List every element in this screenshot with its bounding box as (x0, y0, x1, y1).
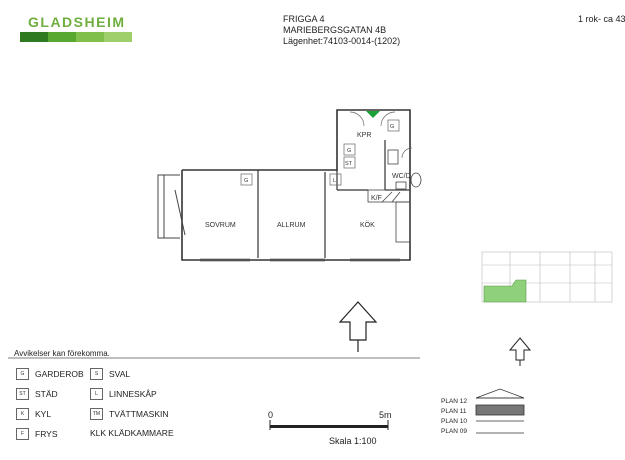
door-entrance (349, 111, 365, 127)
label-st: ST (345, 161, 353, 167)
label-g3: G (390, 124, 394, 130)
plan-10: PLAN 10 (441, 418, 468, 425)
room-wcd: WC/D (392, 173, 411, 180)
plan-09: PLAN 09 (441, 428, 468, 435)
label-g2: G (347, 148, 351, 154)
entrance-icon (366, 111, 380, 118)
header-block: FRIGGA 4 MARIEBERGSGATAN 4B Lägenhet:741… (283, 14, 400, 47)
disclaimer: Avvikelser kan förekomma. (14, 349, 110, 358)
property-name: FRIGGA 4 (283, 14, 325, 24)
apartment-size: 1 rok- ca 43 (578, 14, 625, 24)
logo-text: GLADSHEIM (28, 14, 126, 30)
scale-start: 0 (268, 410, 274, 420)
outer-wall (181, 109, 411, 261)
north-arrow-icon (338, 301, 378, 352)
address: MARIEBERGSGATAN 4B (283, 25, 387, 35)
room-sovrum: SOVRUM (205, 222, 236, 229)
room-kok: KÖK (360, 221, 375, 229)
legend-kladkammare: KLK KLÄDKAMMARE (90, 428, 174, 438)
apartment-number: Lägenhet:74103-0014-(1202) (283, 36, 401, 46)
room-kf: K/F (371, 195, 382, 202)
key-plan-highlight (483, 279, 527, 303)
logo-bar (20, 32, 132, 42)
room-allrum: ALLRUM (277, 222, 306, 229)
label-l: L (333, 178, 336, 184)
north-arrow-small-icon (508, 337, 532, 366)
plan-11: PLAN 11 (441, 408, 467, 415)
building-section (475, 388, 525, 434)
scale-label: Skala 1:100 (329, 436, 377, 446)
plan-12: PLAN 12 (441, 398, 468, 405)
scale-bar (269, 420, 389, 430)
room-kpr: KPR (357, 132, 371, 139)
scale-end: 5m (379, 410, 392, 420)
label-g1: G (244, 178, 248, 184)
